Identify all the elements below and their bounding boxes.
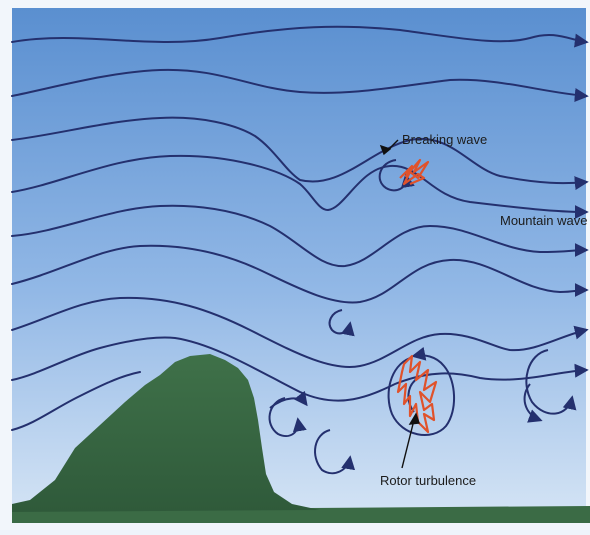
rotor-turbulence-label: Rotor turbulence — [380, 473, 476, 488]
mountain-wave-label: Mountain wave — [500, 213, 587, 228]
breaking-wave-label: Breaking wave — [402, 132, 487, 147]
